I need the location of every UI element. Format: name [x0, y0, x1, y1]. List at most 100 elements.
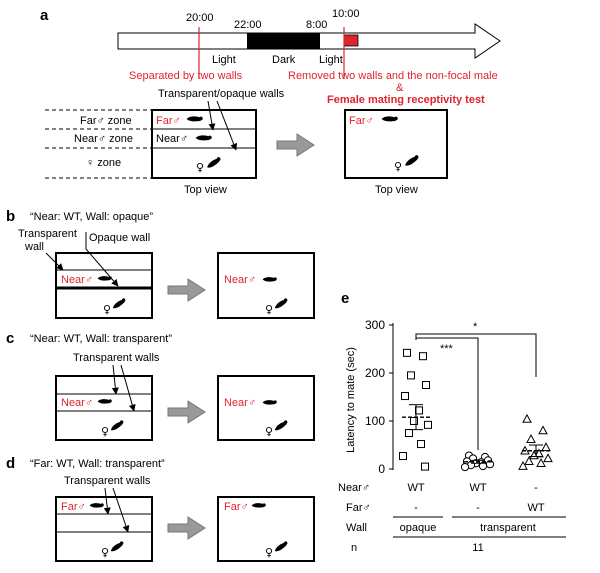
row-label-far: Far♂ — [346, 502, 371, 514]
near-male-fly — [195, 135, 212, 141]
transparent-wall-label-2: wall — [24, 241, 44, 253]
y-tick-label-2: 200 — [365, 366, 385, 380]
row-label-n: n — [351, 542, 357, 554]
far-cell-2: - — [476, 502, 480, 514]
c-walls-label: Transparent walls — [73, 352, 160, 364]
far-cell-1: - — [414, 502, 418, 514]
point-g2-8 — [524, 456, 534, 466]
female-fly-d — [109, 540, 125, 554]
point-g0-0 — [403, 348, 411, 357]
dark-period-bar — [247, 33, 320, 49]
panel-b-title: “Near: WT, Wall: opaque” — [30, 211, 153, 223]
d-walls-label: Transparent walls — [64, 475, 151, 487]
point-g0-4 — [401, 392, 409, 401]
transition-arrow-d — [167, 516, 206, 540]
panel-d-title: “Far: WT, Wall: transparent” — [30, 458, 165, 470]
female-fly-a — [205, 156, 222, 170]
point-g0-10 — [399, 452, 407, 461]
female-fly-d-right — [273, 540, 289, 554]
time-800: 8:00 — [306, 19, 327, 31]
wall-arrow-2 — [216, 100, 237, 151]
far-male-label-d-right: Far♂ — [224, 501, 249, 513]
near-cell-3: - — [534, 482, 538, 494]
female-zone-label: ♀ zone — [86, 157, 121, 169]
time-2000: 20:00 — [186, 12, 214, 24]
y-axis-label: Latency to mate (sec) — [345, 347, 357, 453]
female-fly-b-right — [273, 297, 289, 311]
near-male-fly-c-right — [262, 400, 277, 405]
female-fly-c-right — [273, 419, 289, 433]
female-symbol-a-right: ♀ — [394, 160, 402, 173]
opaque-wall-label: Opaque wall — [89, 232, 150, 244]
wall-arrow-1 — [207, 100, 216, 131]
point-g0-1 — [419, 352, 427, 361]
female-symbol-b: ♀ — [103, 303, 111, 316]
panel-b-letter: b — [6, 208, 15, 225]
top-view-left: Top view — [184, 184, 227, 196]
wall-cell-transparent: transparent — [480, 522, 536, 534]
light-label-2: Light — [319, 54, 343, 66]
b-transparent-arrow — [45, 252, 64, 271]
point-g1-9 — [478, 462, 488, 471]
timeline: 20:00 22:00 8:00 10:00 Light Dark Light — [117, 8, 501, 79]
point-g0-2 — [407, 371, 415, 380]
female-fly-a-right — [403, 154, 420, 168]
y-tick-label-0: 0 — [378, 462, 385, 476]
far-male-fly-d-right — [251, 503, 266, 508]
chamber-d-right: Far♂ ♀ — [217, 496, 315, 562]
chamber-b-right: Near♂ ♀ — [217, 252, 315, 319]
ampersand-label: & — [396, 82, 404, 94]
far-male-fly-d — [89, 503, 104, 508]
point-g2-9 — [536, 457, 546, 467]
c-wall-arrow-2 — [120, 364, 136, 412]
far-cell-3: WT — [527, 502, 544, 514]
near-male-label-b: Near♂ — [61, 274, 93, 286]
near-male-label-c: Near♂ — [61, 397, 93, 409]
panel-c-title: “Near: WT, Wall: transparent” — [30, 333, 172, 345]
point-g2-0 — [522, 413, 532, 423]
condition-table: Near♂ Far♂ Wall n WT WT - - - WT opaque … — [338, 482, 566, 554]
female-symbol-c-right: ♀ — [265, 425, 273, 438]
point-g2-2 — [526, 433, 536, 443]
y-tick-label-3: 300 — [365, 318, 385, 332]
time-1000: 10:00 — [332, 8, 360, 20]
point-g2-10 — [518, 460, 528, 470]
panel-c-letter: c — [6, 330, 14, 347]
chamber-b-left: Near♂ ♀ — [55, 252, 153, 319]
point-g0-3 — [422, 381, 430, 389]
female-symbol-d: ♀ — [101, 546, 109, 559]
dark-label: Dark — [272, 54, 296, 66]
row-label-near: Near♂ — [338, 482, 370, 494]
point-g0-8 — [405, 429, 413, 437]
time-2200: 22:00 — [234, 19, 262, 31]
wall-cell-opaque: opaque — [400, 522, 437, 534]
top-view-right: Top view — [375, 184, 418, 196]
female-symbol-b-right: ♀ — [265, 303, 273, 316]
chamber-c-right: Near♂ ♀ — [217, 375, 315, 441]
far-male-label-d: Far♂ — [61, 501, 86, 513]
far-zone-label: Far♂ zone — [80, 115, 132, 127]
point-g2-1 — [538, 425, 548, 435]
chamber-a-left: Far♂ Near♂ ♀ — [151, 109, 257, 179]
female-symbol-c: ♀ — [101, 425, 109, 438]
near-zone-label: Near♂ zone — [74, 133, 133, 145]
near-cell-2: WT — [469, 482, 486, 494]
row-label-wall: Wall — [346, 522, 367, 534]
transparent-wall-label-1: Transparent — [18, 228, 77, 240]
y-tick-label-1: 100 — [365, 414, 385, 428]
point-g0-9 — [417, 440, 425, 449]
significance-brackets — [415, 333, 537, 450]
female-fly-c — [109, 419, 125, 433]
female-symbol-d-right: ♀ — [265, 546, 273, 559]
panel-e-letter: e — [341, 290, 349, 307]
b-opaque-arrow — [85, 248, 119, 287]
transition-arrow-a — [276, 133, 315, 157]
transition-arrow-b — [167, 278, 206, 302]
near-male-fly-b — [97, 276, 112, 281]
data-points — [399, 348, 553, 472]
far-male-label-a: Far♂ — [156, 115, 181, 127]
d-wall-arrow-2 — [112, 487, 130, 533]
transition-arrow-c — [167, 400, 206, 424]
near-male-label-a: Near♂ — [156, 133, 188, 145]
light-label-1: Light — [212, 54, 236, 66]
